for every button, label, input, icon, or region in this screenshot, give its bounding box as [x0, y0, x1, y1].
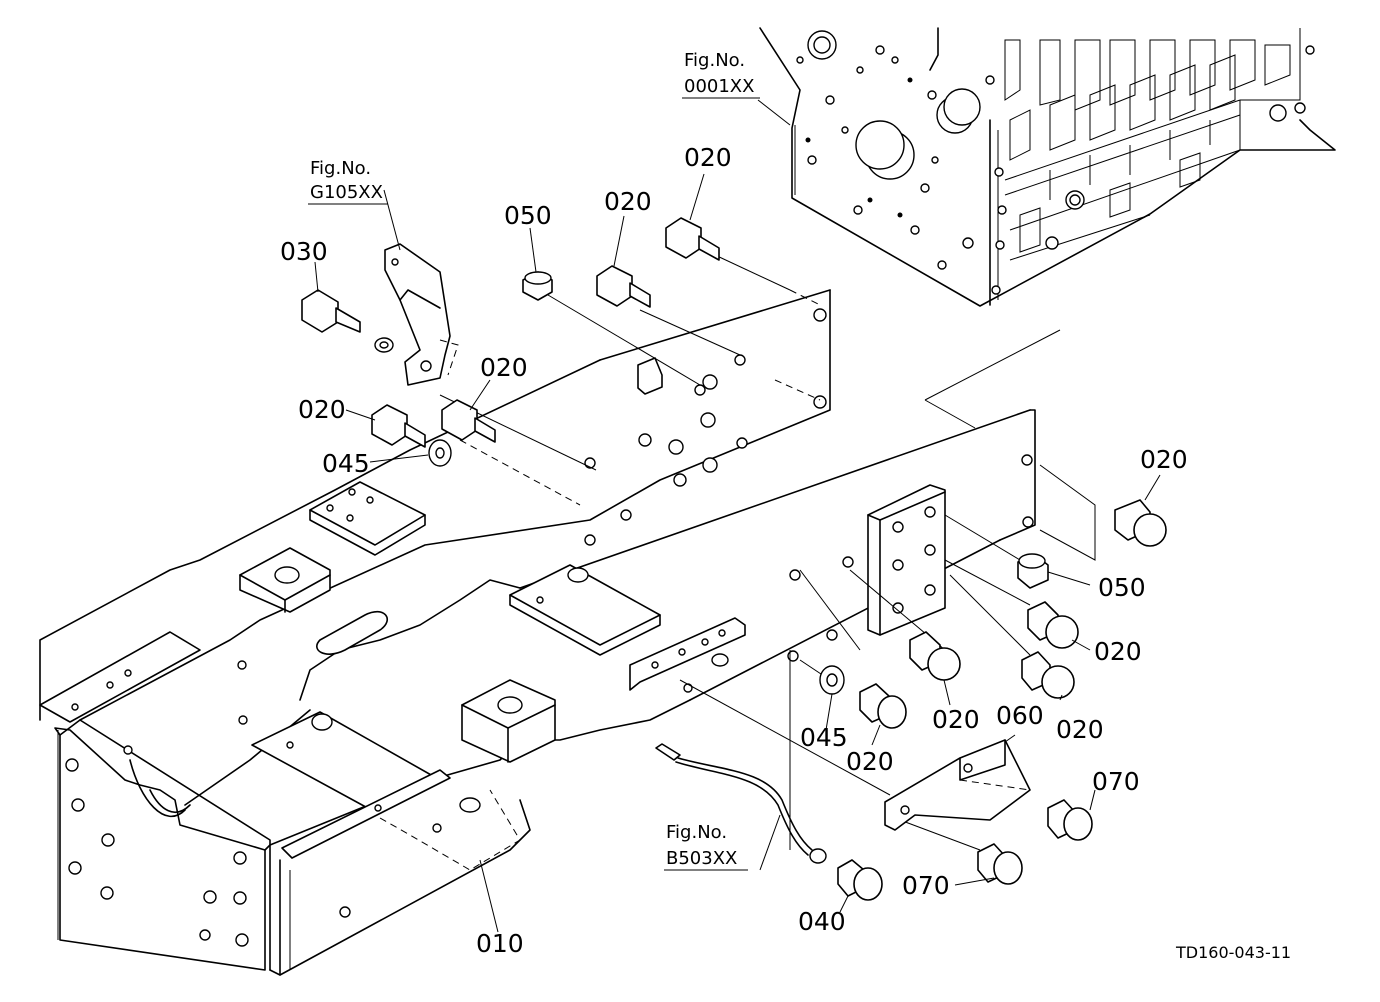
- bolt-020-d: [441, 399, 496, 443]
- label-020-r4: 020: [846, 747, 894, 776]
- fig-ref-harness: Fig.No. B503XX: [664, 822, 748, 871]
- label-020-right-top: 020: [1140, 445, 1188, 474]
- fig-ref-harness-line2: B503XX: [666, 848, 737, 869]
- label-040: 040: [798, 907, 846, 936]
- label-045-left: 045: [322, 449, 370, 478]
- bracket-g105: [384, 243, 459, 386]
- main-frame-010: [39, 289, 1036, 976]
- bolt-070-a: [1047, 799, 1093, 841]
- fig-ref-harness-line1: Fig.No.: [666, 822, 727, 843]
- label-050-top: 050: [504, 201, 552, 230]
- collar-050-top: [522, 271, 553, 301]
- bolt-020-r3: [909, 631, 961, 681]
- collar-050-right: [1017, 553, 1049, 589]
- bolt-040: [809, 848, 883, 901]
- fasteners: [301, 217, 1167, 901]
- label-020-c: 020: [298, 395, 346, 424]
- fig-ref-bracket: Fig.No. G105XX: [308, 158, 388, 205]
- fig-ref-engine: Fig.No. 0001XX: [682, 50, 760, 99]
- label-020-r3: 020: [932, 705, 980, 734]
- bolt-020-r2: [1021, 651, 1075, 699]
- fig-ref-bracket-line2: G105XX: [310, 182, 383, 203]
- leader-lines: [314, 99, 1161, 933]
- label-070-b: 070: [902, 871, 950, 900]
- bolt-020-r4: [859, 683, 907, 729]
- label-020-a: 020: [604, 187, 652, 216]
- label-045-right: 045: [800, 723, 848, 752]
- bolt-070-b: [977, 843, 1023, 885]
- wire-harness: [655, 743, 813, 856]
- drawing-code: TD160-043-11: [1175, 943, 1291, 962]
- label-030: 030: [280, 237, 328, 266]
- label-010: 010: [476, 929, 524, 958]
- bolt-020-c: [371, 404, 426, 448]
- fig-ref-bracket-line1: Fig.No.: [310, 158, 371, 179]
- label-020-r2: 020: [1056, 715, 1104, 744]
- label-070-a: 070: [1092, 767, 1140, 796]
- fig-ref-engine-line2: 0001XX: [684, 76, 754, 97]
- engine-block: [759, 27, 1336, 307]
- bolt-030: [301, 289, 394, 353]
- bolt-020-a: [596, 265, 651, 308]
- fig-ref-engine-line1: Fig.No.: [684, 50, 745, 71]
- bolt-020-right-top: [1114, 499, 1167, 547]
- label-020-d: 020: [480, 353, 528, 382]
- label-020-b: 020: [684, 143, 732, 172]
- label-020-r1: 020: [1094, 637, 1142, 666]
- label-060: 060: [996, 701, 1044, 730]
- bolt-020-b: [665, 217, 720, 261]
- bracket-060: [884, 739, 1031, 831]
- bolt-020-r1: [1027, 601, 1079, 649]
- label-050-right: 050: [1098, 573, 1146, 602]
